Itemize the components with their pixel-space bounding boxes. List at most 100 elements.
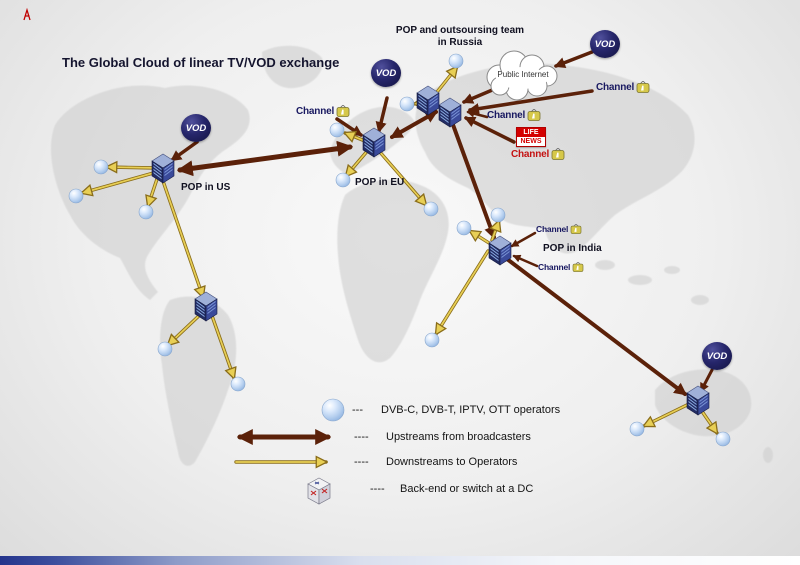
operator-sphere (423, 201, 439, 217)
upstream-arrow-cloud-russia (461, 86, 499, 104)
downstream-arrow (161, 179, 203, 297)
vod-logo-top-right: VOD (590, 30, 620, 58)
operator-sphere (157, 341, 173, 357)
operator-sphere (448, 53, 464, 69)
russia-pop-label-line1: POP and outsoursing team (395, 25, 525, 36)
channel-one-tv-icon (527, 109, 541, 121)
downstream-arrow (344, 147, 371, 176)
legend-upstreams-label: Upstreams from broadcasters (386, 431, 531, 443)
channel-one-logo-eu: Channel (296, 105, 350, 117)
channel-one-tv-icon (551, 148, 565, 160)
corner-mark-icon (23, 7, 31, 21)
operator-sphere (490, 207, 506, 223)
operator-sphere (629, 421, 645, 437)
legend-operators-dashes: --- (352, 404, 363, 416)
upstream-arrow-vod-cloud (553, 50, 594, 68)
channel-logo-text: Channel (596, 81, 635, 93)
legend-operator-sphere (321, 398, 345, 422)
vod-logo-text: VOD (706, 350, 728, 362)
life-news-logo: LIFE NEWS (516, 127, 546, 147)
upstream-arrow-vod-us (170, 140, 199, 162)
downstream-arrow (107, 167, 159, 168)
channel-logo-text: Channel (538, 262, 571, 272)
island-papua (664, 266, 680, 274)
russia-pop-label-line2: in Russia (437, 37, 483, 48)
upstream-arrow-russia-eu (389, 110, 439, 139)
channel-one-tv-icon (572, 262, 584, 272)
legend-upstreams-dashes: ---- (354, 431, 369, 443)
channel-one-logo-russia: Channel (487, 109, 541, 121)
downstream-arrow (345, 133, 367, 141)
legend-backend-dashes: ---- (370, 483, 385, 495)
operator-sphere (456, 220, 472, 236)
operator-sphere (335, 172, 351, 188)
upstream-arrow-vod-australia (699, 368, 714, 393)
downstream-arrow (82, 170, 159, 193)
legend-operators-label: DVB-C, DVB-T, IPTV, OTT operators (381, 404, 561, 416)
island-sumatra (595, 260, 615, 270)
vod-logo-eu: VOD (371, 59, 401, 87)
operator-sphere (68, 188, 84, 204)
vod-logo-text: VOD (375, 67, 397, 79)
public-internet-label: Public Internet (497, 70, 549, 79)
island-borneo (628, 275, 652, 285)
downstream-arrow (435, 67, 459, 94)
upstream-arrow-eu-us (176, 140, 354, 177)
upstream-arrow-channel2-india (512, 254, 539, 268)
upstream-arrow-channelmid-russia (466, 109, 489, 119)
bottom-gradient-bar (0, 556, 800, 565)
downstream-arrow (470, 229, 491, 245)
operator-sphere (138, 204, 154, 220)
legend-downstreams-label: Downstreams to Operators (386, 456, 518, 468)
life-news-logo-bottom: NEWS (517, 137, 545, 146)
channel-one-logo-india-2: Channel (538, 262, 584, 272)
upstream-arrow-russia-india (450, 120, 497, 240)
pop-india-label: POP in India (543, 243, 602, 254)
server-node-russia-2 (438, 97, 462, 128)
downstream-arrows (82, 67, 719, 462)
legend-backend-label: Back-end or switch at a DC (400, 483, 534, 495)
vod-logo-us: VOD (181, 114, 211, 142)
downstream-arrow (644, 401, 693, 428)
downstream-arrow (168, 309, 206, 345)
legend-downstreams-dashes: ---- (354, 456, 369, 468)
operator-sphere (715, 431, 731, 447)
island-java (691, 295, 709, 305)
server-node-australia (686, 385, 710, 416)
vod-logo-australia: VOD (702, 342, 732, 370)
island-new-zealand (763, 447, 773, 463)
vod-logo-text: VOD (594, 38, 616, 50)
channel-logo-text: Channel (536, 224, 569, 234)
vod-logo-text: VOD (185, 122, 207, 134)
upstream-arrow-channel1-india (510, 231, 537, 248)
downstream-arrow (492, 221, 499, 242)
upstream-arrow-channel-russia (467, 89, 594, 115)
channel-logo-text: Channel (487, 109, 526, 121)
channel-one-tv-icon (636, 81, 650, 93)
operator-sphere (93, 159, 109, 175)
channel-logo-text: Channel (296, 105, 335, 117)
diagram-title: The Global Cloud of linear TV/VOD exchan… (62, 55, 340, 70)
operator-sphere (424, 332, 440, 348)
downstream-arrow (434, 249, 490, 334)
downstream-arrow (148, 174, 160, 206)
channel-one-logo-top-right: Channel (596, 81, 650, 93)
downstream-arrow (377, 149, 428, 205)
operator-sphere (230, 376, 246, 392)
server-node-us (151, 153, 175, 184)
operator-sphere (329, 122, 345, 138)
channel-one-logo-india-1: Channel (536, 224, 582, 234)
upstream-arrow-lifenews-russia (463, 116, 516, 144)
channel-one-logo-red: Channel (511, 148, 565, 160)
upstream-arrow-india-australia (505, 257, 688, 396)
operator-sphere (399, 96, 415, 112)
upstream-arrow-vod-eu (375, 96, 389, 134)
switch-cube-icon (307, 477, 331, 505)
life-news-logo-top: LIFE (517, 128, 545, 137)
russia-pop-label: POP and outsoursing team in Russia (393, 25, 527, 49)
pop-us-label: POP in US (181, 182, 231, 193)
public-internet-cloud (486, 50, 558, 101)
continent-greenland (262, 45, 323, 89)
channel-one-tv-icon (336, 105, 350, 117)
